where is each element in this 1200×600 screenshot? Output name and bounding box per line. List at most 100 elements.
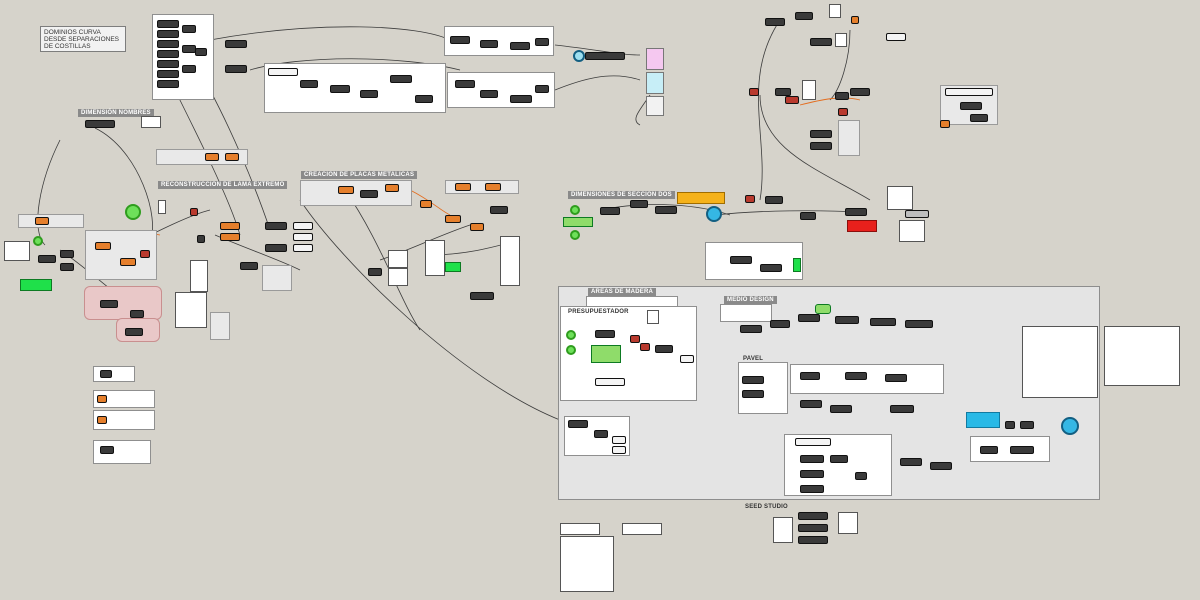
component[interactable]	[510, 95, 532, 103]
component[interactable]	[600, 207, 620, 215]
panel[interactable]	[838, 512, 858, 534]
component[interactable]	[810, 38, 832, 46]
component[interactable]	[980, 446, 998, 454]
group[interactable]	[93, 390, 155, 408]
component[interactable]	[225, 40, 247, 48]
component[interactable]	[97, 416, 107, 424]
component[interactable]	[490, 206, 508, 214]
component[interactable]	[205, 153, 219, 161]
component[interactable]	[140, 250, 150, 258]
component[interactable]	[35, 217, 49, 225]
component[interactable]	[455, 80, 475, 88]
toggle-icon[interactable]	[570, 230, 580, 240]
group[interactable]	[262, 265, 292, 291]
component[interactable]	[470, 292, 494, 300]
component[interactable]	[293, 244, 313, 252]
component[interactable]	[182, 25, 196, 33]
component[interactable]	[157, 70, 179, 78]
component[interactable]	[225, 153, 239, 161]
group[interactable]	[720, 304, 772, 322]
component[interactable]	[800, 485, 824, 493]
component[interactable]	[510, 42, 530, 50]
component[interactable]	[568, 420, 588, 428]
component[interactable]	[655, 345, 673, 353]
component[interactable]	[795, 12, 813, 20]
component[interactable]	[945, 88, 993, 96]
component[interactable]	[470, 223, 484, 231]
component[interactable]	[480, 40, 498, 48]
component[interactable]	[855, 472, 867, 480]
component[interactable]	[800, 212, 816, 220]
component[interactable]	[830, 455, 848, 463]
component[interactable]	[810, 130, 832, 138]
component[interactable]	[60, 250, 74, 258]
group[interactable]	[738, 362, 788, 414]
component[interactable]	[845, 372, 867, 380]
component[interactable]	[905, 320, 933, 328]
component[interactable]	[390, 75, 412, 83]
highlighted-component[interactable]	[966, 412, 1000, 428]
input-slider[interactable]	[591, 345, 621, 363]
component[interactable]	[360, 190, 378, 198]
group[interactable]	[18, 214, 84, 228]
toggle-icon[interactable]	[125, 204, 141, 220]
component[interactable]	[100, 446, 114, 454]
component[interactable]	[85, 120, 115, 128]
component[interactable]	[220, 233, 240, 241]
component[interactable]	[157, 30, 179, 38]
panel[interactable]	[647, 310, 659, 324]
component[interactable]	[182, 45, 196, 53]
component[interactable]	[125, 328, 143, 336]
component[interactable]	[870, 318, 896, 326]
component[interactable]	[420, 200, 432, 208]
value-output[interactable]	[445, 262, 461, 272]
group[interactable]	[210, 312, 230, 340]
panel[interactable]	[835, 33, 847, 47]
note-dominios[interactable]: DOMINIOS CURVA DESDE SEPARACIONES DE COS…	[40, 26, 126, 52]
panel[interactable]	[560, 523, 600, 535]
component[interactable]	[100, 300, 118, 308]
component[interactable]	[100, 370, 112, 378]
panel[interactable]	[158, 200, 166, 214]
component[interactable]	[845, 208, 867, 216]
panel[interactable]	[388, 250, 408, 268]
panel[interactable]	[500, 236, 520, 286]
component[interactable]	[800, 455, 824, 463]
group[interactable]	[705, 242, 803, 280]
component[interactable]	[630, 335, 640, 343]
component[interactable]	[838, 108, 848, 116]
component[interactable]	[745, 195, 755, 203]
component[interactable]	[97, 395, 107, 403]
group[interactable]	[838, 120, 860, 156]
component[interactable]	[1020, 421, 1034, 429]
component[interactable]	[810, 142, 832, 150]
input-slider[interactable]	[563, 217, 593, 227]
component[interactable]	[190, 208, 198, 216]
component[interactable]	[680, 355, 694, 363]
component[interactable]	[385, 184, 399, 192]
component[interactable]	[740, 325, 762, 333]
component[interactable]	[293, 233, 313, 241]
component[interactable]	[197, 235, 205, 243]
panel[interactable]	[829, 4, 841, 18]
panel[interactable]	[141, 116, 161, 128]
component[interactable]	[445, 215, 461, 223]
component[interactable]	[640, 343, 650, 351]
component[interactable]	[850, 88, 870, 96]
panel[interactable]	[388, 268, 408, 286]
component[interactable]	[535, 38, 549, 46]
component[interactable]	[830, 405, 852, 413]
component[interactable]	[195, 48, 207, 56]
panel[interactable]	[425, 240, 445, 276]
component[interactable]	[157, 40, 179, 48]
component[interactable]	[930, 462, 952, 470]
component[interactable]	[960, 102, 982, 110]
component[interactable]	[480, 90, 498, 98]
component[interactable]	[1010, 446, 1034, 454]
component[interactable]	[338, 186, 354, 194]
component[interactable]	[800, 470, 824, 478]
component[interactable]	[595, 330, 615, 338]
preview-panel[interactable]	[560, 536, 614, 592]
component[interactable]	[730, 256, 752, 264]
